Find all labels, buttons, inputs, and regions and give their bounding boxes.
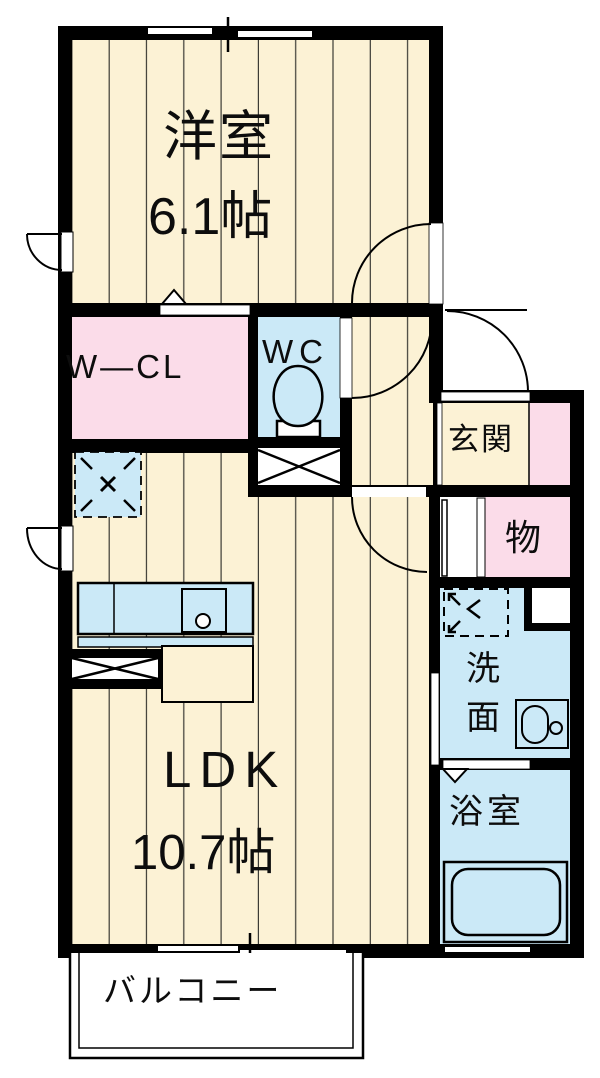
- toilet-label: WC: [262, 333, 329, 370]
- storage-door-leaf: [441, 499, 448, 577]
- wall-right-outer: [570, 390, 584, 958]
- wall-left: [58, 26, 72, 958]
- bathroom-vent: [445, 947, 530, 952]
- washroom-label: 洗面: [466, 650, 500, 738]
- walk-in-closet-label: W—CL: [66, 348, 185, 385]
- entrance-step: [436, 402, 443, 486]
- door-arc-wc: [351, 317, 433, 399]
- door-arc-western-room: [351, 223, 432, 304]
- window-top-slider: [148, 17, 312, 52]
- toilet-icon: [272, 364, 324, 439]
- fixtures: [68, 364, 569, 1060]
- washroom-door-opening: [430, 672, 440, 766]
- bathtub-icon: [442, 860, 569, 944]
- pipe-space: [532, 588, 570, 623]
- balcony-outline: [68, 953, 365, 1060]
- ldk-label: LDK: [163, 741, 287, 798]
- kitchen-sink-icon: [181, 588, 227, 633]
- room-floors: [72, 40, 570, 944]
- storage-x-box: [257, 448, 341, 485]
- hallway-floor: [352, 317, 433, 497]
- storage-label: 物: [505, 517, 542, 558]
- wall-hall-right: [429, 303, 443, 403]
- balcony-label: バルコニー: [103, 972, 283, 1009]
- shoe-cabinet: [529, 403, 570, 485]
- ldk-floor: [72, 497, 429, 944]
- wall-hall-entrance-divider: [433, 403, 437, 497]
- wall-storage-bottom: [429, 577, 584, 588]
- ldk-size: 10.7帖: [131, 826, 276, 880]
- kitchen-cabinet: [161, 645, 254, 703]
- entrance-label: 玄関: [448, 422, 514, 457]
- wall-wcl-bottom: [58, 439, 258, 453]
- walk-in-closet-floor: [72, 317, 248, 439]
- entrance-floor: [441, 403, 529, 485]
- door-arcs: [351, 223, 529, 573]
- storage-door-opening: [476, 497, 486, 578]
- western-room-floor: [72, 40, 429, 317]
- washing-machine-icon: [443, 588, 509, 637]
- western-room-door-opening: [428, 222, 444, 305]
- bathroom-door-opening: [440, 759, 531, 784]
- wall-storagebox-bottom: [248, 485, 352, 497]
- kitchen-counter: [76, 581, 255, 703]
- bathroom-label: 浴室: [449, 793, 525, 831]
- western-room-size: 6.1帖: [148, 188, 273, 246]
- washbasin-icon: [515, 699, 569, 749]
- refrigerator-icon: [74, 451, 142, 518]
- entrance-door-opening: [440, 391, 531, 402]
- wc-door-opening: [339, 317, 353, 399]
- door-arc-ldk: [351, 496, 428, 573]
- kitchen-faucet-icon: [195, 613, 211, 629]
- western-room-label: 洋室: [163, 107, 275, 167]
- storage-floor: [485, 497, 570, 577]
- bathroom-floor: [440, 770, 570, 944]
- openings: [26, 17, 570, 961]
- bathroom-door-triangle: [440, 768, 470, 784]
- wall-pipe-space-left: [524, 588, 532, 631]
- wcl-door-triangle: [159, 288, 189, 305]
- wall-storagebox-top: [248, 437, 352, 448]
- wall-pipe-space-bottom: [524, 623, 570, 631]
- wall-wcl-wc-divider: [248, 303, 258, 497]
- window-left-1: [26, 231, 74, 273]
- window-left-2: [26, 525, 74, 572]
- door-arc-entrance: [445, 309, 529, 393]
- counter-x-box: [71, 656, 159, 681]
- wcl-door-opening: [159, 288, 251, 316]
- ldk-door-opening: [352, 487, 426, 497]
